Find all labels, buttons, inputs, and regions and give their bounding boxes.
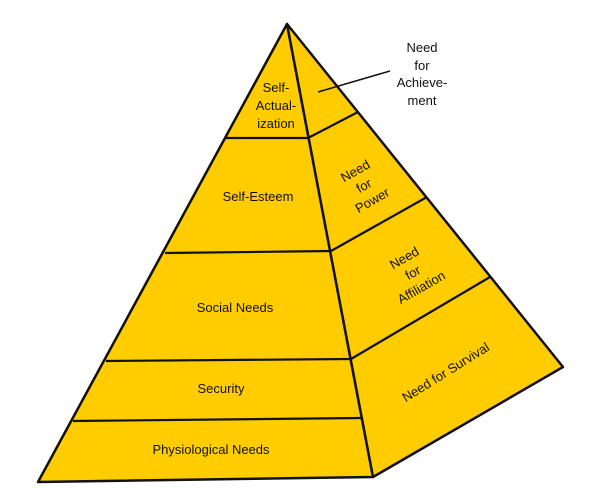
front-divider [105, 357, 352, 363]
level-dividers [72, 70, 491, 423]
label-achievement-1: Need [406, 40, 437, 55]
front-divider [72, 416, 363, 423]
label-affiliation-2: for [402, 262, 423, 283]
label-self-esteem: Self-Esteem [223, 189, 294, 204]
label-social-needs: Social Needs [197, 300, 274, 315]
achievement-leader-line [317, 70, 391, 93]
side-divider [307, 111, 359, 139]
label-physiological-needs: Physiological Needs [152, 442, 270, 457]
label-achievement-2: for [414, 58, 430, 73]
side-divider [330, 196, 428, 252]
label-self-actualization-1: Self- [263, 80, 290, 95]
label-self-actualization-3: ization [257, 116, 295, 131]
side-divider [350, 276, 491, 360]
label-achievement-4: ment [408, 93, 437, 108]
front-divider [164, 249, 332, 255]
label-power-2: for [353, 175, 374, 196]
label-achievement-3: Achieve- [397, 75, 448, 90]
label-self-actualization-2: Actual- [256, 98, 296, 113]
label-security: Security [198, 381, 245, 396]
